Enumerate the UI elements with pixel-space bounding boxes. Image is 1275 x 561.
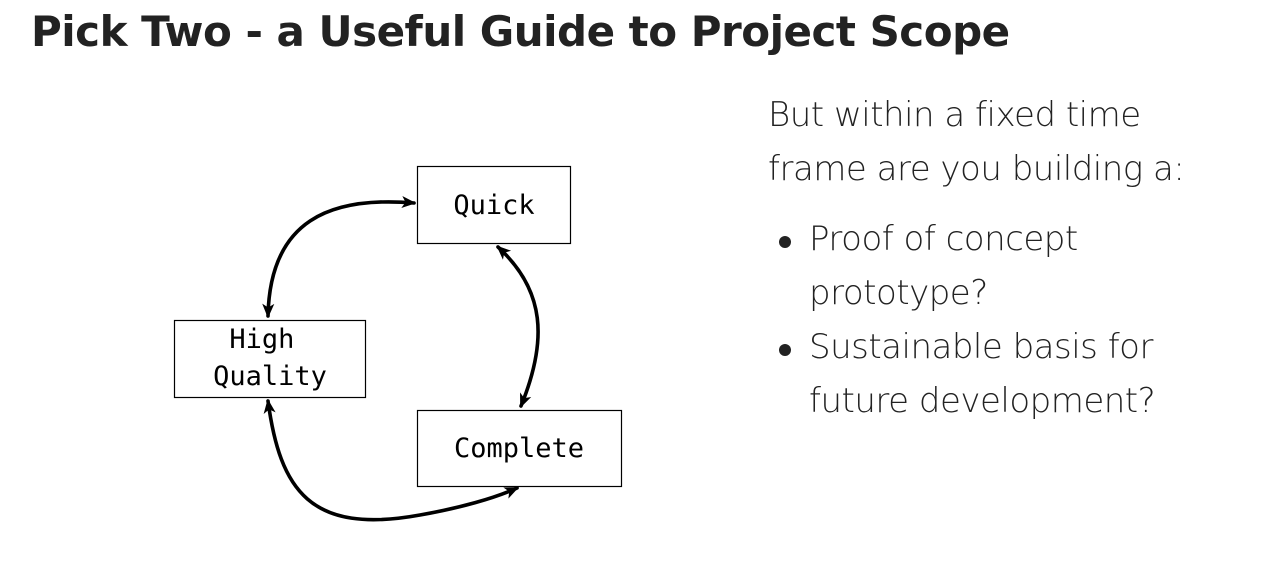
node-complete-label: Complete bbox=[454, 433, 584, 464]
node-high-quality-line1: High bbox=[229, 324, 294, 355]
node-high-quality-label: High Quality bbox=[213, 324, 327, 392]
pick-two-diagram: Quick High Quality Complete bbox=[173, 165, 623, 522]
side-intro-text: But within a fixed time frame are you bu… bbox=[768, 95, 1185, 189]
bullet-proof-of-concept: Proof of concept prototype? bbox=[768, 212, 1238, 320]
node-high-quality-line2: Quality bbox=[213, 361, 327, 392]
node-high-quality: High Quality bbox=[173, 319, 367, 399]
bullet-list: Proof of concept prototype? Sustainable … bbox=[768, 212, 1238, 428]
edge-quick-complete bbox=[496, 245, 540, 408]
node-high-quality-box bbox=[173, 319, 367, 399]
node-complete-box bbox=[416, 409, 623, 488]
node-quick: Quick bbox=[416, 165, 572, 245]
bullet-sustainable-basis: Sustainable basis for future development… bbox=[768, 320, 1238, 428]
edge-high-quality-complete bbox=[263, 398, 519, 522]
page-title: Pick Two - a Useful Guide to Project Sco… bbox=[31, 7, 1010, 56]
side-panel: But within a fixed time frame are you bu… bbox=[768, 88, 1238, 428]
node-quick-label: Quick bbox=[453, 190, 534, 221]
edge-quick-high-quality bbox=[262, 195, 417, 319]
node-complete: Complete bbox=[416, 409, 623, 488]
node-quick-box bbox=[416, 165, 572, 245]
